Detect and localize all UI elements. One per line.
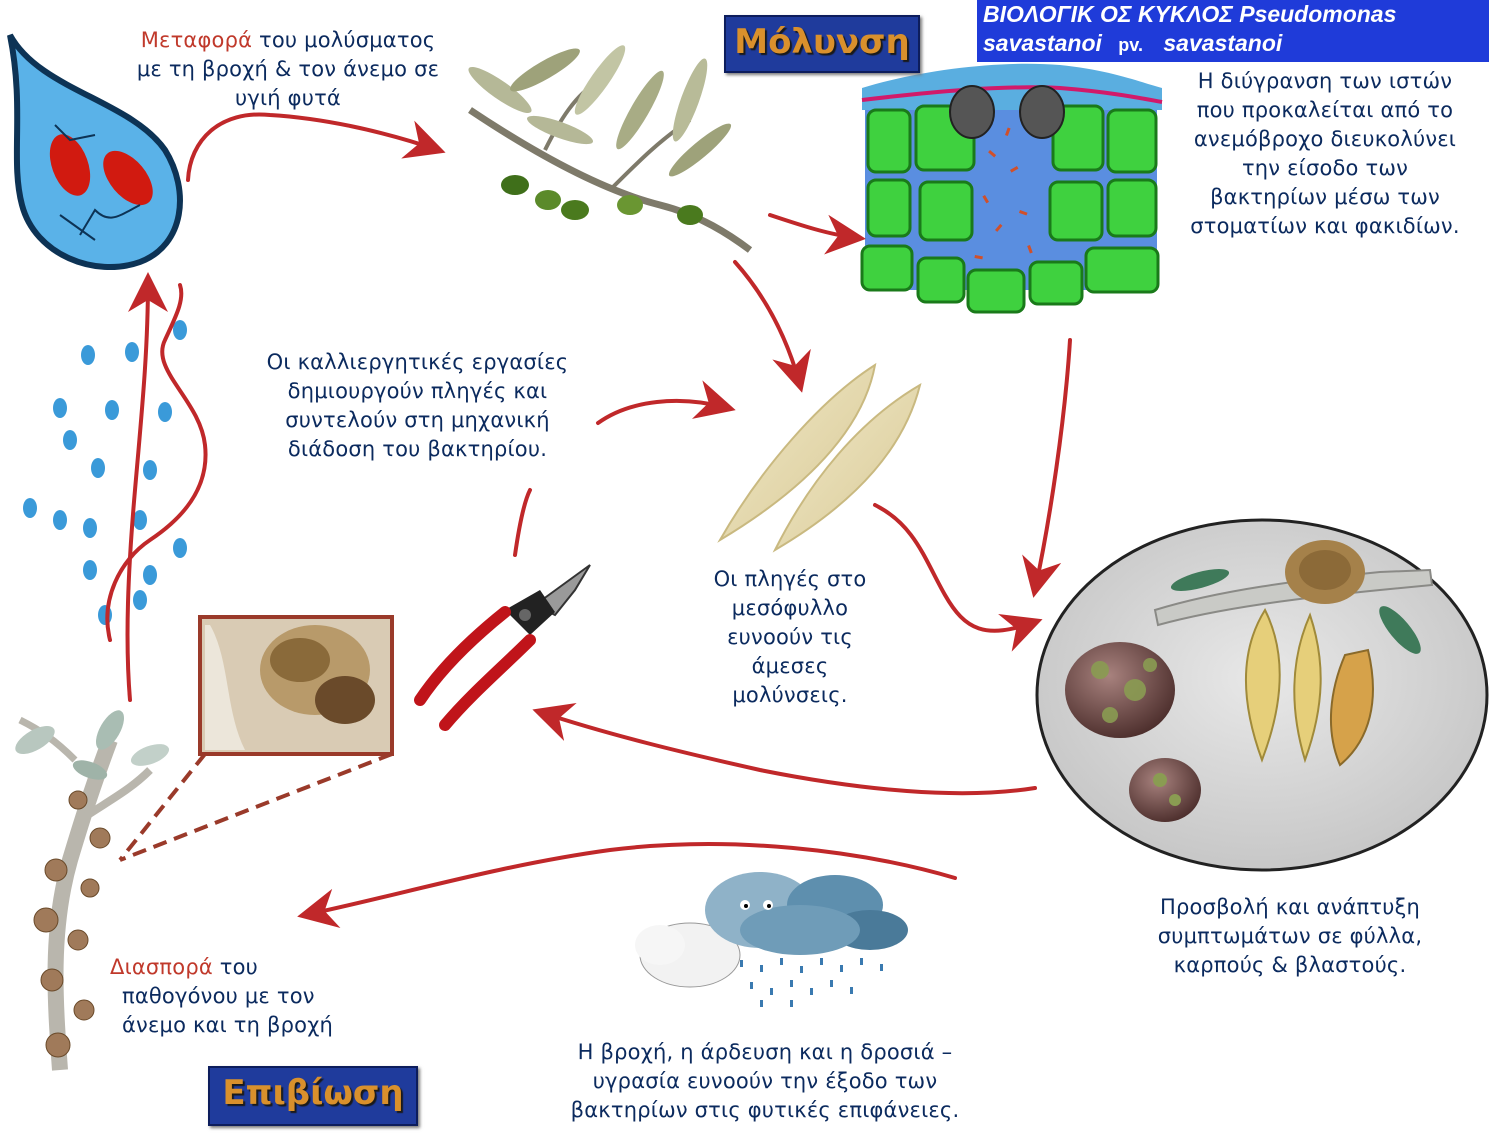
- leaf-wounds-line-5: μολύνσεις.: [732, 683, 848, 707]
- humidity-line-2: υγρασία ευνοούν την έξοδο των: [592, 1069, 938, 1093]
- cultivation-line-2: δημιουργούν πληγές και: [287, 379, 548, 403]
- leaf-wounds-line-3: ευνοούν τις: [727, 625, 853, 649]
- cultivation-line-3: συντελούν στη μηχανική: [285, 408, 550, 432]
- dispersal-line-3: άνεμο και τη βροχή: [122, 1013, 334, 1037]
- title-pathovar-name: savastanoi: [1163, 30, 1283, 56]
- transport-line-2: με τη βροχή & τον άνεμο σε: [136, 57, 440, 81]
- leaf-wounds-line-1: Οι πληγές στο: [713, 567, 867, 591]
- stage-infection-label: Μόλυνση: [734, 22, 910, 62]
- dispersal-highlight: Διασπορά: [110, 955, 213, 979]
- tissue-line-2: που προκαλείται από το: [1196, 98, 1454, 122]
- leaf-wounds-text: Οι πληγές στο μεσόφυλλο ευνοούν τις άμεσ…: [690, 565, 890, 710]
- tissue-line-5: βακτηρίων μέσω των: [1210, 185, 1440, 209]
- symptoms-text: Προσβολή και ανάπτυξη συμπτωμάτων σε φύλ…: [1120, 893, 1460, 980]
- transport-text: Μεταφορά του μολύσματος με τη βροχή & το…: [108, 26, 468, 113]
- dispersal-line-1: του: [212, 955, 259, 979]
- infected-twig-icon: [15, 710, 170, 1071]
- bacterium-drop-icon: [7, 33, 183, 270]
- tissue-line-1: Η διύγρανση των ιστών: [1197, 69, 1453, 93]
- symptoms-line-1: Προσβολή και ανάπτυξη: [1159, 895, 1420, 919]
- dispersal-line-2: παθογόνου με τον: [122, 984, 315, 1008]
- transport-line-3: υγιή φυτά: [235, 86, 341, 110]
- olive-branch-icon: [468, 45, 753, 253]
- stage-survival-box: Επιβίωση: [208, 1066, 418, 1126]
- stage-survival-label: Επιβίωση: [222, 1073, 404, 1113]
- rain-drops-icon: [23, 320, 187, 625]
- tissue-line-3: ανεμόβροχο διευκολύνει: [1193, 127, 1457, 151]
- cultivation-text: Οι καλλιεργητικές εργασίες δημιουργούν π…: [240, 348, 595, 464]
- diagram-title: ΒΙΟΛΟΓΙΚ ΟΣ ΚΥΚΛΟΣ Pseudomonas savastano…: [977, 0, 1489, 62]
- leaf-wounds-line-2: μεσόφυλλο: [731, 596, 849, 620]
- transport-highlight: Μεταφορά: [140, 28, 253, 52]
- storm-cloud-icon: [635, 872, 908, 1007]
- symptoms-oval-icon: [1035, 518, 1489, 872]
- cultivation-line-4: διάδοση του βακτηρίου.: [287, 437, 548, 461]
- stage-infection-box: Μόλυνση: [724, 15, 920, 73]
- tissue-rupture-text: Η διύγρανση των ιστών που προκαλείται απ…: [1170, 67, 1480, 241]
- title-line-2: savastanoi pv. savastanoi: [983, 29, 1489, 60]
- symptoms-line-2: συμπτωμάτων σε φύλλα,: [1157, 924, 1423, 948]
- humidity-line-1: Η βροχή, η άρδευση και η δροσιά –: [577, 1040, 953, 1064]
- pruning-shears-icon: [414, 564, 591, 731]
- humidity-text: Η βροχή, η άρδευση και η δροσιά – υγρασί…: [545, 1038, 985, 1125]
- title-pathovar-abbr: pv.: [1118, 35, 1143, 55]
- title-line-1: ΒΙΟΛΟΓΙΚ ΟΣ ΚΥΚΛΟΣ Pseudomonas: [983, 1, 1397, 27]
- knot-closeup-icon: [198, 615, 394, 756]
- cycle-arrows: [105, 112, 1072, 928]
- tissue-line-6: στοματίων και φακιδίων.: [1190, 214, 1460, 238]
- humidity-line-3: βακτηρίων στις φυτικές επιφάνειες.: [570, 1098, 960, 1122]
- dispersal-text: Διασπορά του παθογόνου με τον άνεμο και …: [110, 953, 360, 1040]
- cultivation-line-1: Οι καλλιεργητικές εργασίες: [266, 350, 569, 374]
- symptoms-line-3: καρπούς & βλαστούς.: [1173, 953, 1407, 977]
- leaf-tissue-cross-section-icon: [860, 63, 1163, 314]
- title-species-epithet: savastanoi: [983, 30, 1102, 56]
- leaf-wounds-line-4: άμεσες: [751, 654, 829, 678]
- wounded-leaves-icon: [717, 362, 922, 553]
- transport-line-1: του μολύσματος: [252, 28, 436, 52]
- tissue-line-4: την είσοδο των: [1241, 156, 1409, 180]
